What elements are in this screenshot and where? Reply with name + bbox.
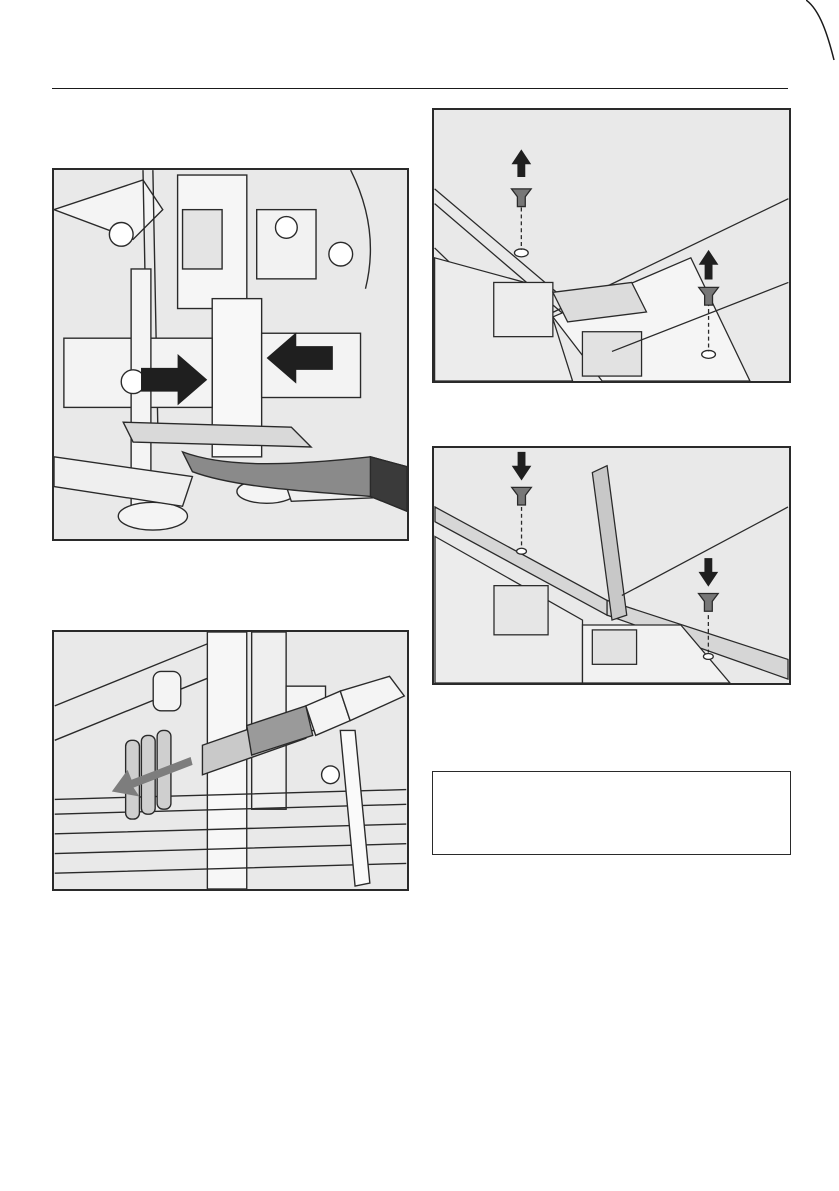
arrow-up-icon-2	[699, 250, 719, 280]
hammer-pin-illustration	[54, 632, 407, 889]
page-corner-mark	[806, 0, 836, 62]
figure-pliers-bracket	[52, 168, 409, 541]
note-box	[432, 771, 791, 855]
figure-insert-screws	[432, 446, 791, 685]
insert-screws-illustration	[434, 448, 789, 683]
arrow-up-icon	[511, 149, 531, 177]
header-rule	[52, 88, 788, 89]
figure-remove-screws	[432, 108, 791, 383]
arrow-down-icon-2	[699, 558, 719, 587]
arrow-down-icon	[512, 452, 532, 481]
pliers-bracket-illustration	[54, 170, 407, 539]
figure-hammer-pin	[52, 630, 409, 891]
remove-screws-illustration	[434, 110, 789, 381]
